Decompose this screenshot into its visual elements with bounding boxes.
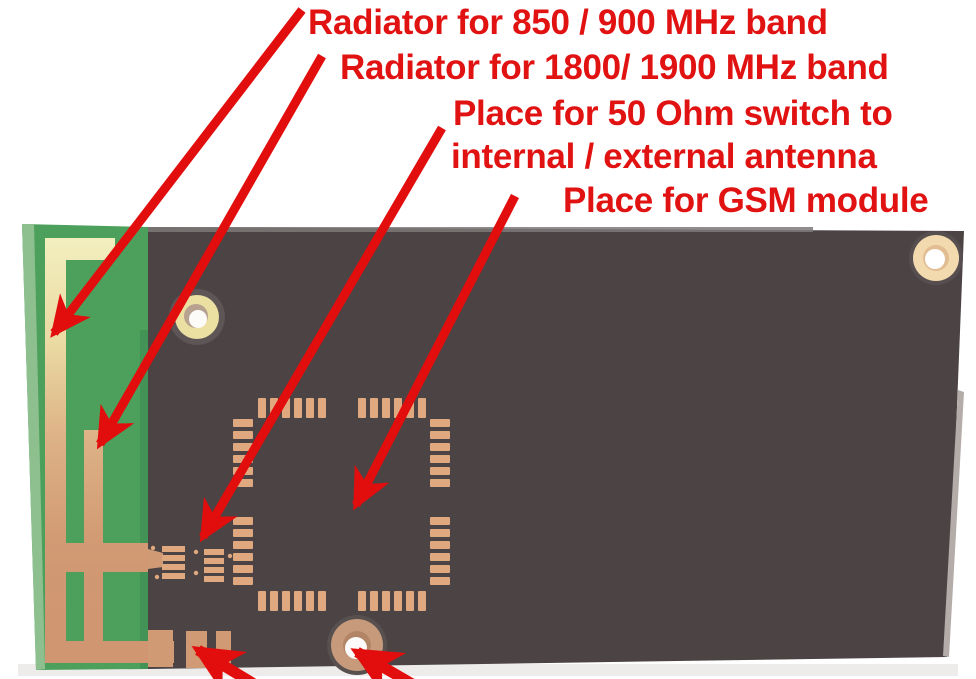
switch-footprint-50ohm [150, 545, 233, 582]
main-board-dark [148, 227, 964, 675]
module-pad [233, 577, 253, 585]
module-pad [270, 591, 278, 611]
module-pad [233, 553, 253, 561]
module-pad [233, 443, 253, 451]
gsm-module-footprint [233, 398, 450, 611]
module-pad [258, 591, 266, 611]
module-pad [394, 591, 402, 611]
module-pad [430, 529, 450, 537]
switch-pad [162, 546, 185, 552]
arrow-bottom-hole [350, 647, 415, 679]
module-pad [418, 398, 426, 418]
module-pad [430, 541, 450, 549]
main-board-top-edge [148, 227, 813, 232]
module-pad [430, 443, 450, 451]
feed-taper [148, 549, 163, 569]
module-pad [233, 541, 253, 549]
antenna-board-edge-shadow [140, 330, 148, 669]
module-pad [370, 398, 378, 418]
module-pad [418, 591, 426, 611]
module-pad [382, 591, 390, 611]
module-pad [406, 591, 414, 611]
module-pad [306, 398, 314, 418]
switch-pad [162, 555, 185, 561]
mounting-hole-top-right [909, 231, 963, 285]
switch-pad-dot [227, 553, 233, 559]
switch-pad [162, 564, 185, 570]
main-board-right-edge [943, 390, 964, 657]
module-pad [294, 591, 302, 611]
module-pad [233, 517, 253, 525]
module-pad [430, 479, 450, 487]
module-pad [306, 591, 314, 611]
rf-pad [148, 630, 173, 667]
antenna-trace-850-900-radiator [45, 238, 66, 660]
module-pad [282, 591, 290, 611]
module-pad [233, 565, 253, 573]
module-pad [430, 455, 450, 463]
antenna-board-edge-highlight [22, 224, 45, 670]
antenna-feed-line [55, 543, 148, 572]
antenna-traces [45, 238, 148, 663]
arrow-gsm-module-place [351, 193, 520, 511]
switch-pad-dot [193, 549, 199, 555]
label-radiator-1800-1900: Radiator for 1800/ 1900 MHz band [340, 48, 889, 87]
module-pad [430, 565, 450, 573]
module-pad [430, 419, 450, 427]
module-pad [430, 431, 450, 439]
switch-pad [204, 558, 224, 564]
switch-pad [204, 576, 224, 582]
label-gsm-module: Place for GSM module [563, 181, 929, 220]
switch-pad-dot [193, 570, 199, 576]
module-pad [318, 398, 326, 418]
switch-pad [204, 549, 224, 555]
arrow-radiator-1800-1900 [96, 53, 326, 450]
module-pad [233, 419, 253, 427]
switch-pad-dot [154, 574, 160, 580]
label-radiator-850-900: Radiator for 850 / 900 MHz band [308, 3, 828, 42]
module-pad [430, 517, 450, 525]
module-pad [233, 529, 253, 537]
label-switch-line-2: internal / external antenna [451, 137, 877, 176]
module-pad [430, 467, 450, 475]
module-pad [258, 398, 266, 418]
module-pad [294, 398, 302, 418]
module-pad [233, 431, 253, 439]
arrow-bottom-left-pads [191, 645, 257, 679]
module-pad [370, 591, 378, 611]
arrow-switch-place [199, 125, 446, 543]
module-pad [358, 398, 366, 418]
module-pad [430, 577, 450, 585]
annotation-arrows [50, 7, 520, 679]
arrow-radiator-850-900 [50, 7, 306, 338]
main-board-substrate [148, 227, 964, 669]
module-pad [430, 553, 450, 561]
module-pad [382, 398, 390, 418]
switch-pad [204, 567, 224, 573]
module-pad [358, 591, 366, 611]
label-switch-line-1: Place for 50 Ohm switch to [453, 94, 893, 133]
switch-pad [162, 573, 185, 579]
module-pad [318, 591, 326, 611]
switch-pad-dot [150, 545, 156, 551]
